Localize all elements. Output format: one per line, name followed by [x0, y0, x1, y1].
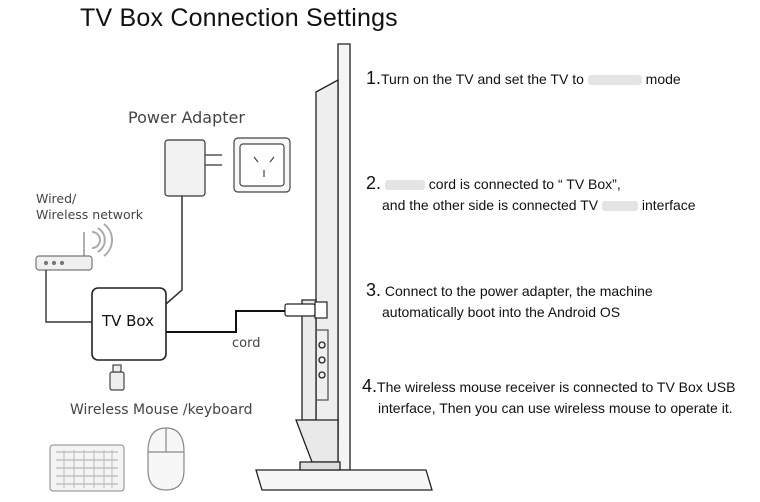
cord-plug — [284, 301, 328, 319]
step-text: and the other side is connected TV — [382, 197, 599, 213]
step-number: 3. — [366, 280, 382, 300]
step-text: automatically boot into the Android OS — [382, 304, 621, 320]
step-text: interface, Then you can use wireless mou… — [378, 400, 733, 416]
tv-box-icon — [91, 287, 167, 361]
redacted-text — [602, 201, 638, 212]
mouse-icon — [147, 427, 185, 491]
step-4: 4.The wireless mouse receiver is connect… — [362, 376, 735, 419]
step-number: 1. — [366, 68, 382, 88]
power-cable — [165, 196, 183, 305]
tv-box-label: TV Box — [101, 312, 155, 330]
mouse-keyboard-label: Wireless Mouse /keyboard — [70, 402, 253, 418]
network-label-line2: Wireless network — [36, 207, 144, 222]
network-label: Wired/ Wireless network — [36, 191, 143, 223]
network-label-line1: Wired/ — [36, 191, 77, 206]
step-text: cord is connected to “ TV Box”, — [428, 176, 621, 192]
step-number: 2. — [366, 173, 382, 193]
network-cable — [45, 270, 92, 323]
redacted-text — [587, 75, 642, 86]
redacted-text — [384, 180, 425, 191]
usb-receiver-icon — [109, 364, 125, 391]
step-number: 4. — [362, 376, 378, 396]
step-2: 2. cord is connected to “ TV Box”, and t… — [366, 173, 696, 216]
step-1: 1.Turn on the TV and set the TV to mode — [366, 68, 681, 90]
keyboard-icon — [49, 444, 125, 492]
step-text: The wireless mouse receiver is connected… — [377, 379, 736, 395]
wifi-signal-icon — [91, 223, 113, 257]
step-text: Turn on the TV and set the TV to — [381, 71, 584, 87]
power-adapter-label: Power Adapter — [128, 108, 245, 127]
page-title: TV Box Connection Settings — [80, 4, 398, 32]
step-3: 3. Connect to the power adapter, the mac… — [366, 280, 653, 323]
step-text: mode — [645, 71, 681, 87]
wall-socket-icon — [233, 137, 291, 193]
step-text: Connect to the power adapter, the machin… — [384, 283, 653, 299]
cord-cable — [166, 310, 285, 333]
power-adapter-icon — [164, 139, 222, 197]
tv-side-profile — [255, 43, 433, 491]
router-icon — [35, 232, 93, 271]
step-text: interface — [641, 197, 696, 213]
cord-label: cord — [232, 336, 261, 351]
